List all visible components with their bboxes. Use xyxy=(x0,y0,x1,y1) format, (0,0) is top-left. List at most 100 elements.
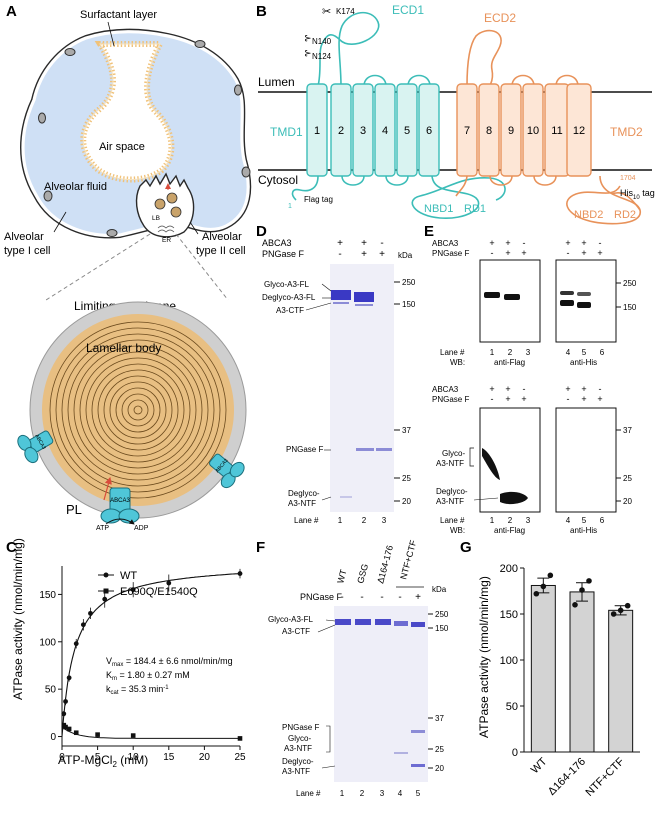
g-category-label: WT xyxy=(529,755,550,776)
his-tag-label: His10 tag xyxy=(620,188,655,201)
c-km: Km = 1.80 ± 0.27 mM xyxy=(106,670,190,682)
e-mk-250: 250 xyxy=(623,279,637,288)
e-band-flag-2 xyxy=(504,294,520,300)
e-b-p6: + xyxy=(597,394,602,404)
er-label: ER xyxy=(162,237,171,244)
f-band-glyco-ntf xyxy=(394,752,408,754)
n-terminus xyxy=(291,175,319,201)
e-b-a2: + xyxy=(505,384,510,394)
lamellar-body-label: Lamellar body xyxy=(86,341,161,355)
type2-label-1: Alveolar xyxy=(202,231,242,243)
lamellar-ring xyxy=(61,333,215,487)
f-l2: 2 xyxy=(360,789,365,798)
d-band-pngase-2 xyxy=(356,448,374,451)
g-point xyxy=(540,583,547,590)
lamellar-ring xyxy=(67,339,209,481)
lamellar-ring xyxy=(109,381,167,439)
e-b-p2: + xyxy=(505,394,510,404)
e-b-a6: - xyxy=(599,384,602,394)
pl-arrow xyxy=(103,476,112,501)
e-abca3-label: ABCA3 xyxy=(432,239,459,248)
ecd2-label: ECD2 xyxy=(484,11,516,25)
cell-nuclei xyxy=(38,40,251,237)
panel-d: D ABCA3 PNGase F + + - - + + kDa 250 150… xyxy=(256,223,416,525)
tm-helix-label-5: 5 xyxy=(404,125,410,137)
e-anti-flag: anti-Flag xyxy=(494,358,525,367)
e-mk-37: 37 xyxy=(623,426,632,435)
lamellar-ring xyxy=(73,345,203,475)
d-band-ntf xyxy=(340,496,352,498)
abca3-transporter-right: ABCA3 xyxy=(209,453,245,489)
tm-helix-7 xyxy=(456,83,478,177)
lamellar-body xyxy=(42,314,234,506)
d-band-ctf-2 xyxy=(355,304,373,306)
c-point-wt xyxy=(61,711,67,717)
loop-4-5 xyxy=(385,175,409,186)
f-col-d164: Δ164-176 xyxy=(375,544,395,584)
f-col-ntfctf: NTF+CTF xyxy=(398,539,418,581)
loop-9-10 xyxy=(511,74,535,87)
lamellar-ring xyxy=(133,405,143,415)
c-point-wt xyxy=(166,580,172,586)
e-p3: + xyxy=(521,248,526,258)
f-lanes: Lane # 1 2 3 4 5 xyxy=(296,789,421,798)
e-wb-label-b: WB: xyxy=(450,526,465,535)
c-point-mutant xyxy=(63,724,68,730)
e-p1: - xyxy=(491,248,494,258)
nbd2-loop xyxy=(566,175,641,225)
tm-helix-8 xyxy=(478,83,500,177)
glycan-icon: ⊱ xyxy=(304,33,312,43)
d-label-pngase: PNGase F xyxy=(286,445,323,454)
e-pngase-label: PNGase F xyxy=(432,249,469,258)
e-a3: - xyxy=(523,238,526,248)
residue-1704: 1704 xyxy=(620,175,636,182)
e-l6: 6 xyxy=(600,348,605,357)
tmd1-label: TMD1 xyxy=(270,125,303,139)
c-xtick-label: 20 xyxy=(199,752,211,763)
f-lbl-ctf: A3-CTF xyxy=(282,627,310,636)
f-column-labels: WT GSG Δ164-176 NTF+CTF xyxy=(335,539,424,588)
c-point-mutant xyxy=(95,732,100,737)
d-band-deglyco-fl xyxy=(354,292,374,302)
panel-g-letter: G xyxy=(460,539,472,556)
nbd1-loop xyxy=(411,175,506,219)
e-a4: + xyxy=(565,238,570,248)
tm-helix-label-6: 6 xyxy=(426,125,432,137)
e-top-markers: 250 150 xyxy=(616,279,637,312)
type2-label-2: type II cell xyxy=(196,245,246,257)
e-bl1: 1 xyxy=(490,516,495,525)
surfactant-layer-label: Surfactant layer xyxy=(80,9,157,21)
panel-a: A Air space Surfactant layer Alveolar fl… xyxy=(4,3,252,532)
e-bl3: 3 xyxy=(526,516,531,525)
c-point-wt xyxy=(130,587,136,593)
f-gel xyxy=(334,606,428,782)
adp-label: ADP xyxy=(134,525,149,532)
e-bottom-lanes: Lane # WB: 1 2 3 4 5 6 anti-Flag anti-Hi… xyxy=(440,516,605,535)
rd2-label: RD2 xyxy=(614,209,636,221)
c-xtick-label: 5 xyxy=(95,752,101,763)
e-band-glyco-ntf xyxy=(482,448,500,480)
d-lane-3: 3 xyxy=(382,516,387,525)
d-label-deglyco-ntf-2: A3-NTF xyxy=(288,499,316,508)
glycan-icon-2: ⊱ xyxy=(304,48,312,58)
type2-pointer xyxy=(189,221,199,235)
tm-helix-4 xyxy=(374,83,396,177)
d-pngase-1: - xyxy=(338,249,341,260)
d-label-ctf: A3-CTF xyxy=(276,306,304,315)
loop-5-6 xyxy=(407,74,431,87)
lamellar-ring xyxy=(127,399,149,421)
d-marker-150: 150 xyxy=(402,300,416,309)
type1-pointer xyxy=(53,211,67,233)
c-ytick-label: 100 xyxy=(39,637,56,648)
e-top-lanes: Lane # WB: 1 2 3 4 5 6 anti-Flag anti-Hi… xyxy=(440,348,605,367)
tm-helix-2 xyxy=(330,83,352,177)
c-point-wt xyxy=(80,622,86,628)
c-point-mutant xyxy=(237,736,243,741)
e-p6: + xyxy=(597,248,602,258)
atp-label: ATP xyxy=(96,525,109,532)
e-bl4: 4 xyxy=(566,516,571,525)
d-label-deglyco-ntf-1: Deglyco- xyxy=(288,489,320,498)
e-b-p1: - xyxy=(491,394,494,404)
g-point xyxy=(533,590,540,597)
